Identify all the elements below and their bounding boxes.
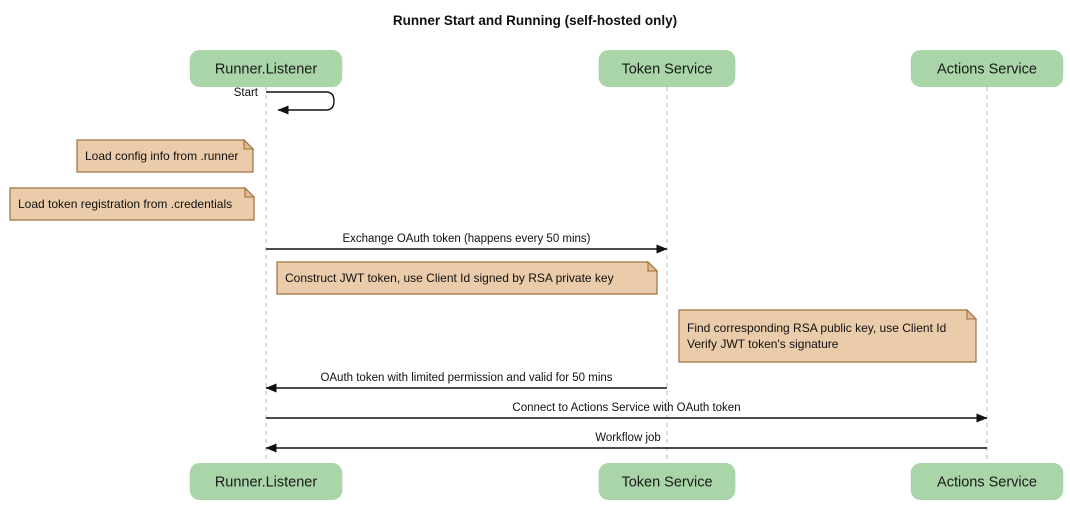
message-label-m4: Connect to Actions Service with OAuth to… xyxy=(512,402,740,414)
note-body-n1 xyxy=(76,139,254,173)
participant-box-runner-header[interactable] xyxy=(189,50,343,87)
participant-label-actions-header: Actions Service xyxy=(937,62,1037,78)
message-arrow-m1[interactable] xyxy=(266,91,335,115)
message-label-m1: Start xyxy=(234,87,259,99)
note-body-n4 xyxy=(678,309,977,363)
message-label-m2: Exchange OAuth token (happens every 50 m… xyxy=(342,233,590,245)
note-text-n4: Find corresponding RSA public key, use C… xyxy=(687,321,946,335)
participant-box-runner-footer[interactable] xyxy=(189,463,343,500)
message-label-m3: OAuth token with limited permission and … xyxy=(320,372,612,384)
note-text-n3: Construct JWT token, use Client Id signe… xyxy=(285,271,614,285)
participant-label-token-header: Token Service xyxy=(621,62,712,78)
diagram-title: Runner Start and Running (self-hosted on… xyxy=(393,13,677,28)
participant-box-token-header[interactable] xyxy=(598,50,736,87)
note-text-n2: Load token registration from .credential… xyxy=(18,197,232,211)
note-fold-icon-n2 xyxy=(244,186,256,198)
note-text-n1: Load config info from .runner xyxy=(85,149,238,163)
participant-label-token-footer: Token Service xyxy=(621,475,712,491)
participant-label-runner-footer: Runner.Listener xyxy=(215,475,318,491)
note-fold-icon-n1 xyxy=(243,138,255,150)
note-fold-icon-n3 xyxy=(647,260,659,272)
note-text-n4: Verify JWT token's signature xyxy=(687,337,839,351)
participant-box-actions-header[interactable] xyxy=(910,50,1064,87)
participant-label-actions-footer: Actions Service xyxy=(937,475,1037,491)
participant-box-token-footer[interactable] xyxy=(598,463,736,500)
note-body-n2 xyxy=(9,187,255,221)
message-label-m5: Workflow job xyxy=(595,432,661,444)
note-fold-icon-n4 xyxy=(966,308,978,320)
participant-box-actions-footer[interactable] xyxy=(910,463,1064,500)
participant-label-runner-header: Runner.Listener xyxy=(215,62,318,78)
lifelines-group xyxy=(265,87,988,463)
note-body-n3 xyxy=(276,261,658,295)
